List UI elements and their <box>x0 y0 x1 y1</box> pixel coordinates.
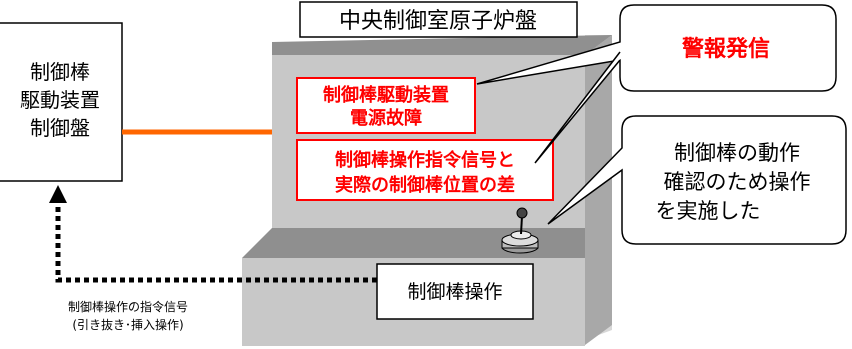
signal-caption-line-1: 制御棒操作の指令信号 <box>68 299 188 314</box>
cabinet-line-3: 制御盤 <box>30 116 90 140</box>
control-rod-drive-cabinet <box>0 22 123 182</box>
power-fault-line-1: 制御棒駆動装置 <box>323 84 449 106</box>
joystick-icon <box>501 207 539 254</box>
panel-side-face <box>585 35 612 345</box>
command-signal-arrowhead <box>49 185 67 203</box>
position-difference-line-2: 実際の制御棒位置の差 <box>335 174 515 196</box>
panel-title-box <box>299 1 578 38</box>
alarm-callout-text: 警報発信 <box>681 36 770 62</box>
action-callout-line-3: を実施した <box>656 199 761 223</box>
alarm-callout <box>476 4 837 164</box>
signal-caption-line-2: (引き抜き･挿入操作) <box>72 317 183 332</box>
panel-title: 中央制御室原子炉盤 <box>339 9 537 34</box>
panel-top-face <box>272 35 612 55</box>
control-rod-operation-box <box>376 263 534 320</box>
power-fault-line-2: 電源故障 <box>350 107 422 129</box>
power-fault-label-box <box>296 77 476 134</box>
action-callout <box>547 115 847 245</box>
position-difference-label-box <box>296 139 554 201</box>
cabinet-line-1: 制御棒 <box>30 60 90 84</box>
panel-step-top <box>242 228 585 258</box>
cabinet-line-2: 駆動装置 <box>20 88 100 112</box>
action-callout-line-1: 制御棒の動作 <box>674 141 800 165</box>
command-signal-path <box>55 200 377 283</box>
action-callout-line-2: 確認のため操作 <box>664 170 811 194</box>
control-rod-operation-label: 制御棒操作 <box>407 281 502 303</box>
position-difference-line-1: 制御棒操作指令信号と <box>335 149 515 171</box>
